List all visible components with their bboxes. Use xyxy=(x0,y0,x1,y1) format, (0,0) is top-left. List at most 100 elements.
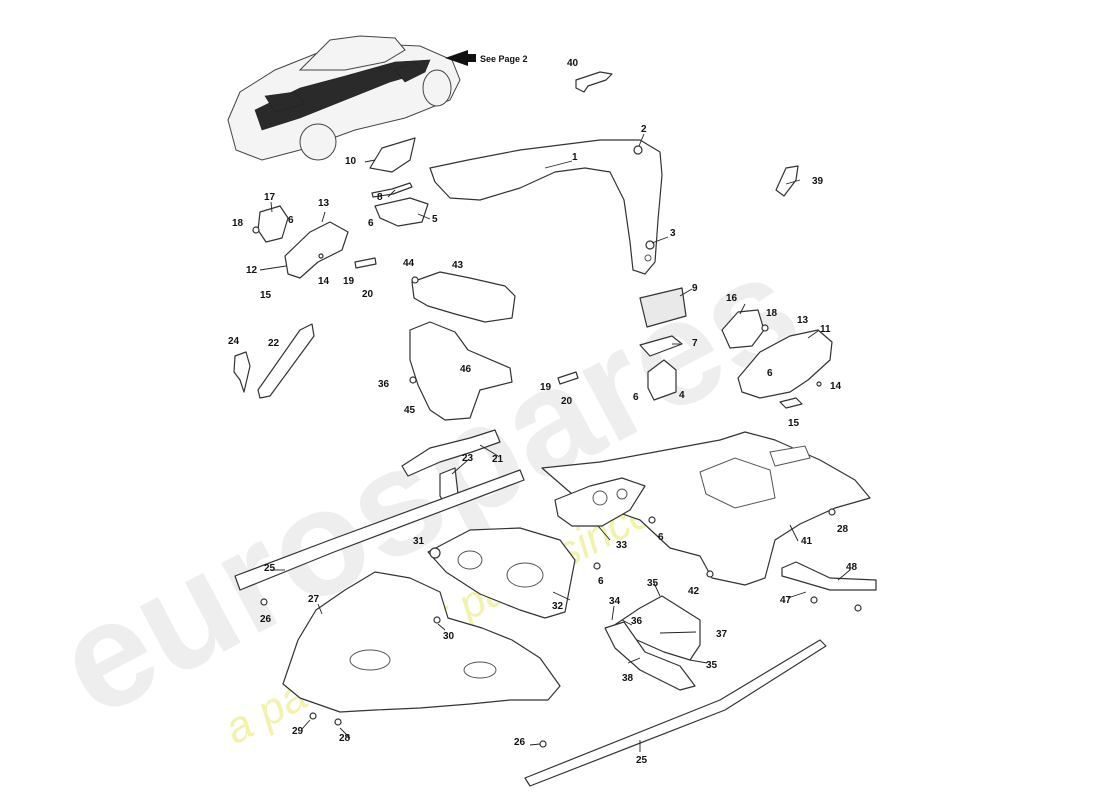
callout-15b: 15 xyxy=(788,418,800,429)
callout-35b: 35 xyxy=(706,660,718,671)
callout-22: 22 xyxy=(268,338,280,349)
part-48-bracket xyxy=(781,561,877,591)
callout-14a: 14 xyxy=(318,276,330,287)
part-1-cross-brace xyxy=(429,139,663,275)
callout-42: 42 xyxy=(688,586,700,597)
fastener-3 xyxy=(645,240,655,250)
part-32-plate xyxy=(427,527,576,619)
callout-28a: 28 xyxy=(837,524,849,535)
part-45-duct xyxy=(409,321,513,421)
part-15-pad xyxy=(779,397,803,409)
callout-39: 39 xyxy=(812,176,824,187)
fastener-47 xyxy=(810,596,818,604)
callout-38: 38 xyxy=(622,673,634,684)
callout-20a: 20 xyxy=(362,289,374,300)
part-4-bracket xyxy=(647,359,677,401)
callout-21: 21 xyxy=(492,454,504,465)
part-12-bracket xyxy=(284,221,349,279)
fastener-18 xyxy=(252,226,260,234)
fastener-14 xyxy=(318,253,324,259)
part-21-strip xyxy=(401,429,501,477)
callout-26b: 26 xyxy=(514,737,526,748)
callout-6c: 6 xyxy=(767,368,773,379)
part-22-strip xyxy=(257,323,315,399)
part-40-bracket xyxy=(575,71,613,93)
callout-33: 33 xyxy=(616,540,628,551)
part-19-clip-lower xyxy=(557,371,579,385)
callout-3: 3 xyxy=(670,228,676,239)
part-41-floor-pan xyxy=(541,431,871,586)
fastener-28 xyxy=(828,508,836,516)
callout-19a: 19 xyxy=(343,276,355,287)
callout-7: 7 xyxy=(692,338,698,349)
callout-1: 1 xyxy=(572,152,578,163)
callouts: 1 2 3 4 5 6 6 6 6 6 6 7 8 9 10 11 12 13 … xyxy=(228,58,858,766)
part-17-bracket xyxy=(257,205,289,243)
part-24-bracket xyxy=(233,351,251,393)
part-11-cradle xyxy=(737,329,833,399)
part-38-bracket xyxy=(604,621,696,691)
callout-16: 16 xyxy=(726,293,738,304)
callout-8: 8 xyxy=(377,192,383,203)
callout-19b: 19 xyxy=(540,382,552,393)
callout-29: 29 xyxy=(292,726,304,737)
part-25-rail-lower xyxy=(524,639,827,787)
fastener-14-right xyxy=(816,381,822,387)
callout-45: 45 xyxy=(404,405,416,416)
part-8-strip xyxy=(371,182,413,198)
part-39-bracket xyxy=(775,165,799,197)
callout-6e: 6 xyxy=(658,532,664,543)
part-27-undertray xyxy=(282,571,561,713)
part-9-block xyxy=(639,287,687,328)
callout-12: 12 xyxy=(246,265,258,276)
callout-48: 48 xyxy=(846,562,858,573)
callout-46: 46 xyxy=(460,364,472,375)
part-19-clip xyxy=(354,257,377,269)
car-overview-illustration: See Page 2 xyxy=(227,35,528,161)
leader-lines xyxy=(259,133,851,752)
part-37-cover xyxy=(609,595,701,661)
fastener-18-right xyxy=(761,324,769,332)
callout-34: 34 xyxy=(609,596,621,607)
see-page-reference: See Page 2 xyxy=(480,54,528,64)
callout-41: 41 xyxy=(801,536,813,547)
callout-47: 47 xyxy=(780,595,792,606)
callout-37: 37 xyxy=(716,629,728,640)
fastener-31 xyxy=(429,547,441,559)
callout-43: 43 xyxy=(452,260,464,271)
callout-40: 40 xyxy=(567,58,579,69)
part-43-duct xyxy=(411,271,516,323)
fastener-29 xyxy=(309,712,317,720)
callout-13b: 13 xyxy=(797,315,809,326)
callout-36a: 36 xyxy=(378,379,390,390)
callout-25a: 25 xyxy=(264,563,276,574)
callout-25b: 25 xyxy=(636,755,648,766)
callout-6f: 6 xyxy=(598,576,604,587)
fastener-2 xyxy=(633,145,643,155)
front-wheel xyxy=(299,123,337,161)
callout-17: 17 xyxy=(264,192,276,203)
callout-18b: 18 xyxy=(766,308,778,319)
part-7-bracket xyxy=(639,335,683,357)
fastener-44 xyxy=(411,276,419,284)
fastener-48 xyxy=(854,604,862,612)
fastener-6-plate xyxy=(593,562,601,570)
callout-6a: 6 xyxy=(368,218,374,229)
fastener-26 xyxy=(260,598,268,606)
callout-4: 4 xyxy=(679,390,685,401)
callout-23: 23 xyxy=(462,453,474,464)
fastener-36 xyxy=(409,376,417,384)
callout-35a: 35 xyxy=(647,578,659,589)
callout-28b: 28 xyxy=(339,733,351,744)
part-10-panel xyxy=(369,137,416,173)
callout-5: 5 xyxy=(432,214,438,225)
arrow-right-icon xyxy=(445,50,476,66)
callout-32: 32 xyxy=(552,601,564,612)
fastener-6-floor xyxy=(648,516,656,524)
callout-10: 10 xyxy=(345,156,357,167)
callout-24: 24 xyxy=(228,336,240,347)
callout-13a: 13 xyxy=(318,198,330,209)
callout-26a: 26 xyxy=(260,614,272,625)
